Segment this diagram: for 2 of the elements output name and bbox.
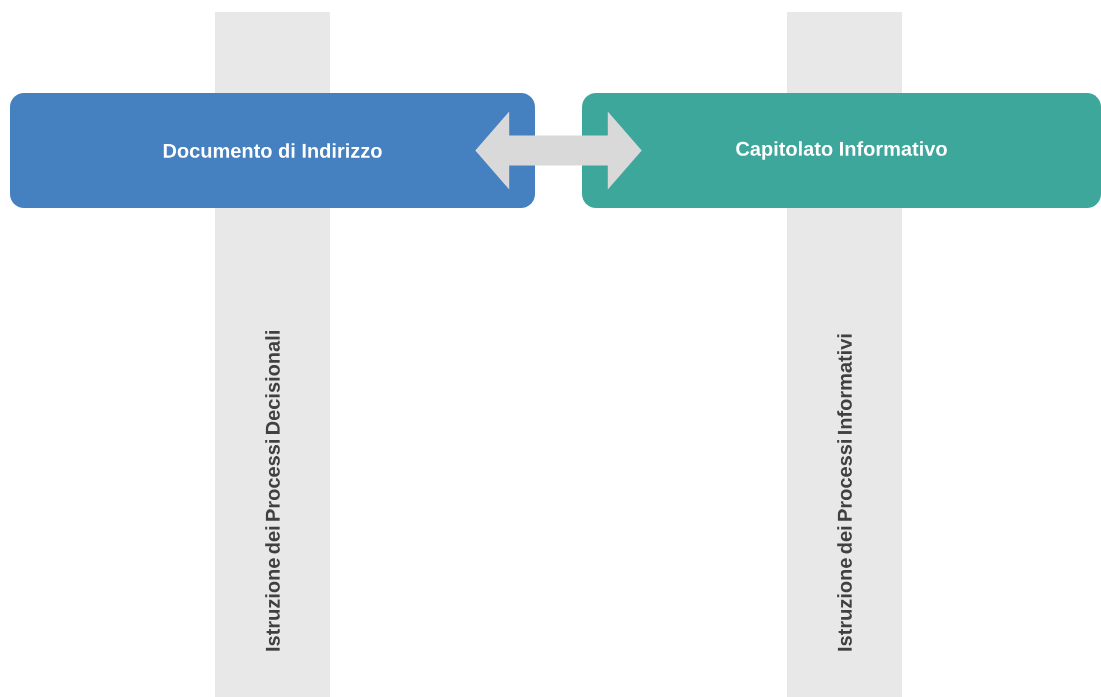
process-box: Documento di Indirizzo (10, 93, 535, 208)
process-box: Capitolato Informativo (582, 93, 1101, 208)
